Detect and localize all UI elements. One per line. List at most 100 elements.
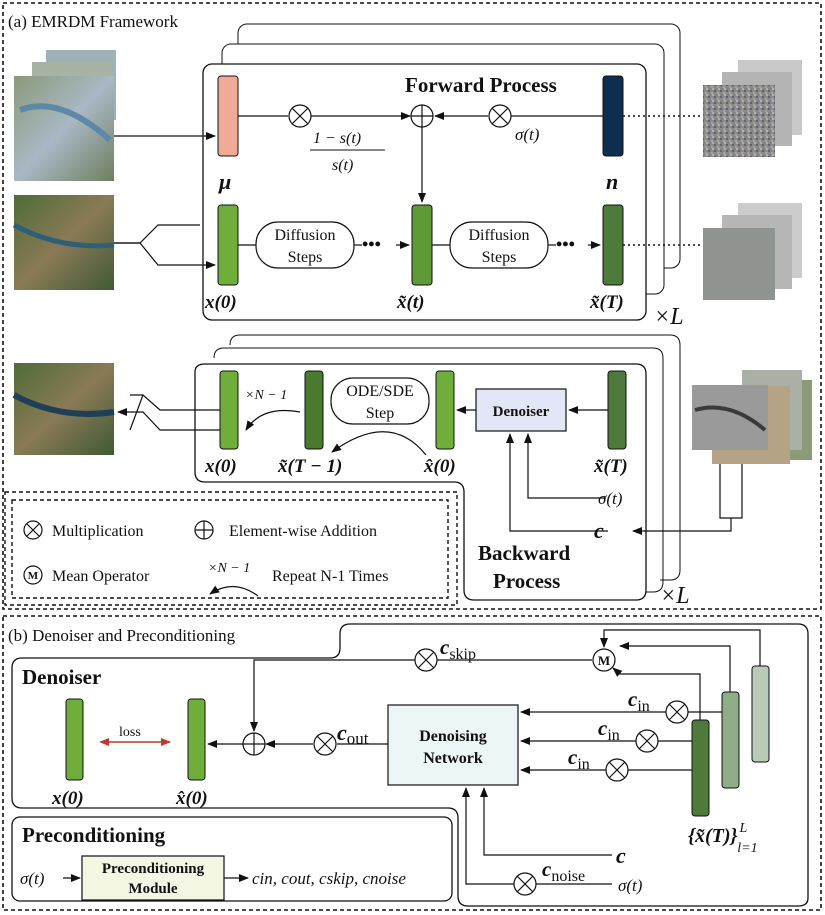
b-multiply-cout (313, 732, 337, 756)
b-addition-op (242, 732, 266, 756)
precond-outputs: cin, cout, cskip, cnoise (252, 869, 406, 888)
legend-outer (4, 491, 458, 606)
c-out-label: cout (337, 720, 369, 748)
c-in-label: cin (628, 687, 650, 715)
b-xhat0-label: x̂(0) (175, 788, 208, 809)
xT-backward-bar (607, 370, 627, 450)
ellipsis: ••• (362, 234, 381, 254)
b-multiply-cnoise (513, 872, 537, 896)
xT1-label: x̃(T − 1) (277, 456, 342, 477)
diffusion-steps-line1: Diffusion (468, 227, 529, 244)
c-condition-label: c (594, 518, 604, 543)
ellipsis: ••• (556, 234, 575, 254)
svg-text:M: M (598, 653, 610, 668)
repeat-label: ×N − 1 (245, 388, 287, 403)
addition-op (410, 104, 434, 128)
network-line1: Denoising (419, 728, 487, 745)
preconditioning-module-box (81, 855, 225, 901)
stack-bar-mid (721, 691, 740, 789)
condition-image-stack (692, 370, 812, 464)
denoiser-box (475, 388, 567, 432)
ode-sde-line1: ODE/SDE (346, 383, 414, 400)
xt-label: x̃(t) (396, 292, 424, 313)
denoiser-title: Denoiser (22, 665, 101, 689)
xhat0-bar (435, 370, 455, 450)
ode-sde-line2: Step (366, 405, 394, 422)
c-in-label: cin (598, 716, 620, 744)
loss-label: loss (119, 725, 141, 740)
panel-a-title: (a) EMRDM Framework (8, 12, 178, 31)
b-multiply-cin (665, 700, 689, 724)
backward-title-line1: Backward (478, 541, 570, 565)
diffusion-steps-line2: Steps (482, 249, 517, 266)
b-x0-label: x(0) (51, 788, 84, 809)
module-line1: Preconditioning (102, 861, 205, 877)
stack-bar-back (751, 665, 770, 763)
panel-a-frame (2, 2, 822, 610)
b-sigma-label: σ(t) (618, 876, 643, 895)
x0-backward-label: x(0) (204, 456, 237, 477)
b-multiply-cin (605, 758, 629, 782)
precond-input-label: σ(t) (20, 869, 45, 888)
b-multiply-cin (635, 729, 659, 753)
c-in-label: cin (568, 745, 590, 773)
forward-process-title: Forward Process (405, 73, 557, 97)
backward-title-line2: Process (493, 569, 560, 593)
x0-feature-bar (217, 204, 239, 286)
module-line2: Module (128, 881, 178, 897)
preconditioning-region (11, 816, 453, 902)
b-xhat0-bar (187, 698, 206, 781)
backward-times-l: ×L (660, 583, 690, 609)
n-label: n (606, 169, 618, 194)
xT-backward-label: x̃(T) (593, 456, 628, 477)
legend-mean-icon: M (23, 565, 43, 585)
noise-feature-bar (602, 75, 624, 157)
mu-feature-bar (217, 75, 239, 157)
output-image (12, 363, 115, 455)
mu-label: μ (218, 169, 231, 194)
multiply-op (488, 104, 512, 128)
diffusion-steps-line1: Diffusion (274, 227, 335, 244)
svg-text:M: M (28, 570, 39, 582)
denoiser-region (11, 623, 809, 907)
legend-repeat-symbol: ×N − 1 (208, 561, 250, 576)
x0-label: x(0) (204, 292, 237, 313)
noise-image-stack (703, 60, 802, 157)
legend-addition-icon (194, 520, 214, 540)
sigma-label: σ(t) (515, 125, 540, 144)
b-c-label: c (616, 843, 626, 868)
c-noise-label: cnoise (542, 857, 585, 885)
legend-mean: Mean Operator (52, 568, 150, 585)
preconditioning-title: Preconditioning (22, 823, 166, 847)
legend-multiplication-icon (23, 520, 43, 540)
legend-inner (11, 499, 449, 599)
xt-feature-bar (411, 204, 433, 286)
c-skip-label: cskip (440, 635, 476, 663)
xT-label: x̃(T) (589, 292, 624, 313)
multiply-op (288, 104, 312, 128)
panel-b-frame (2, 615, 822, 911)
b-multiply-cskip (414, 648, 438, 672)
x0-backward-bar (219, 370, 239, 450)
clear-image (12, 195, 115, 290)
fraction-denominator: s(t) (332, 157, 353, 174)
noisy-clear-image-stack (703, 203, 802, 300)
diffusion-steps-line2: Steps (288, 249, 323, 266)
xT-feature-bar (602, 204, 624, 286)
mean-operator: M (592, 648, 616, 672)
legend-addition: Element-wise Addition (229, 523, 377, 540)
fraction-numerator: 1 − s(t) (313, 130, 361, 147)
denoising-network-box (387, 704, 519, 786)
xhat0-label: x̂(0) (423, 456, 456, 477)
ode-sde-step-box (330, 377, 430, 425)
stack-bar-front (691, 719, 710, 817)
forward-times-l: ×L (654, 304, 684, 330)
cloudy-image-stack (14, 50, 116, 181)
sigma-backward-label: σ(t) (598, 489, 623, 508)
network-line2: Network (423, 750, 483, 767)
legend-multiplication: Multiplication (52, 523, 144, 540)
b-x0-bar (65, 698, 84, 781)
panel-b-title: (b) Denoiser and Preconditioning (8, 626, 236, 645)
